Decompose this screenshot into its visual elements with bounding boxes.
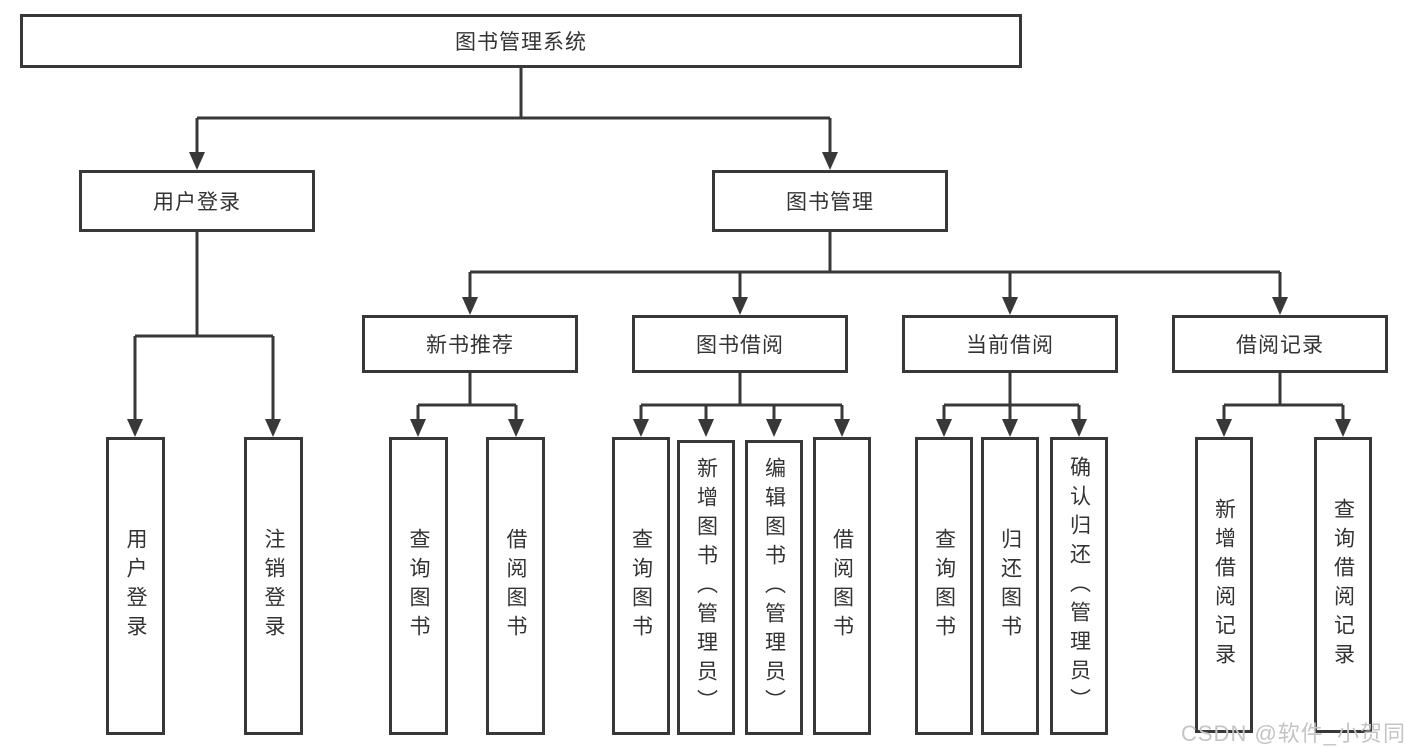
node-label: 当前借阅: [966, 334, 1054, 357]
leaf-records-add-record: 新增借阅记录: [1195, 437, 1253, 733]
node-new-book-recommend: 新书推荐: [362, 315, 578, 373]
node-label: 用户登录: [124, 528, 147, 644]
node-label: 归还图书: [998, 528, 1022, 644]
node-label: 新书推荐: [426, 334, 514, 357]
node-borrow-records: 借阅记录: [1172, 315, 1388, 373]
leaf-recommend-query-books: 查询图书: [389, 437, 448, 735]
node-label: 查询图书: [407, 528, 430, 644]
watermark: CSDN @软件_小贺同学: [1181, 721, 1405, 746]
node-label: 图书管理系统: [455, 31, 587, 54]
node-label: 确认归还（管理员）: [1067, 455, 1091, 717]
leaf-user-login: 用户登录: [106, 437, 165, 735]
node-root: 图书管理系统: [20, 14, 1022, 68]
node-label: 查询图书: [932, 528, 956, 644]
leaf-borrow-edit-books-admin: 编辑图书（管理员）: [745, 440, 803, 735]
node-user-login: 用户登录: [79, 170, 315, 232]
node-label: 图书管理: [786, 191, 874, 214]
leaf-logout-login: 注销登录: [244, 437, 303, 735]
leaf-current-return-books: 归还图书: [981, 437, 1039, 735]
leaf-current-query-books: 查询图书: [915, 437, 973, 735]
node-label: 新增图书（管理员）: [694, 457, 718, 718]
leaf-current-confirm-return-admin: 确认归还（管理员）: [1050, 437, 1108, 735]
node-label: 新增借阅记录: [1212, 498, 1236, 672]
node-book-borrow: 图书借阅: [632, 315, 848, 373]
node-label: 注销登录: [262, 528, 285, 644]
leaf-borrow-borrow-books: 借阅图书: [813, 437, 871, 735]
node-label: 借阅记录: [1236, 334, 1324, 357]
leaf-borrow-add-books-admin: 新增图书（管理员）: [677, 440, 735, 735]
leaf-recommend-borrow-books: 借阅图书: [486, 437, 545, 735]
node-label: 图书借阅: [696, 334, 784, 357]
node-current-borrow: 当前借阅: [902, 315, 1118, 373]
node-label: 用户登录: [153, 191, 241, 214]
leaf-records-query-record: 查询借阅记录: [1314, 437, 1372, 733]
node-label: 编辑图书（管理员）: [762, 457, 786, 718]
node-book-management: 图书管理: [712, 170, 948, 232]
node-label: 查询图书: [629, 528, 653, 644]
node-label: 借阅图书: [830, 528, 854, 644]
leaf-borrow-query-books: 查询图书: [612, 437, 670, 735]
node-label: 查询借阅记录: [1331, 498, 1355, 672]
node-label: 借阅图书: [504, 528, 527, 644]
